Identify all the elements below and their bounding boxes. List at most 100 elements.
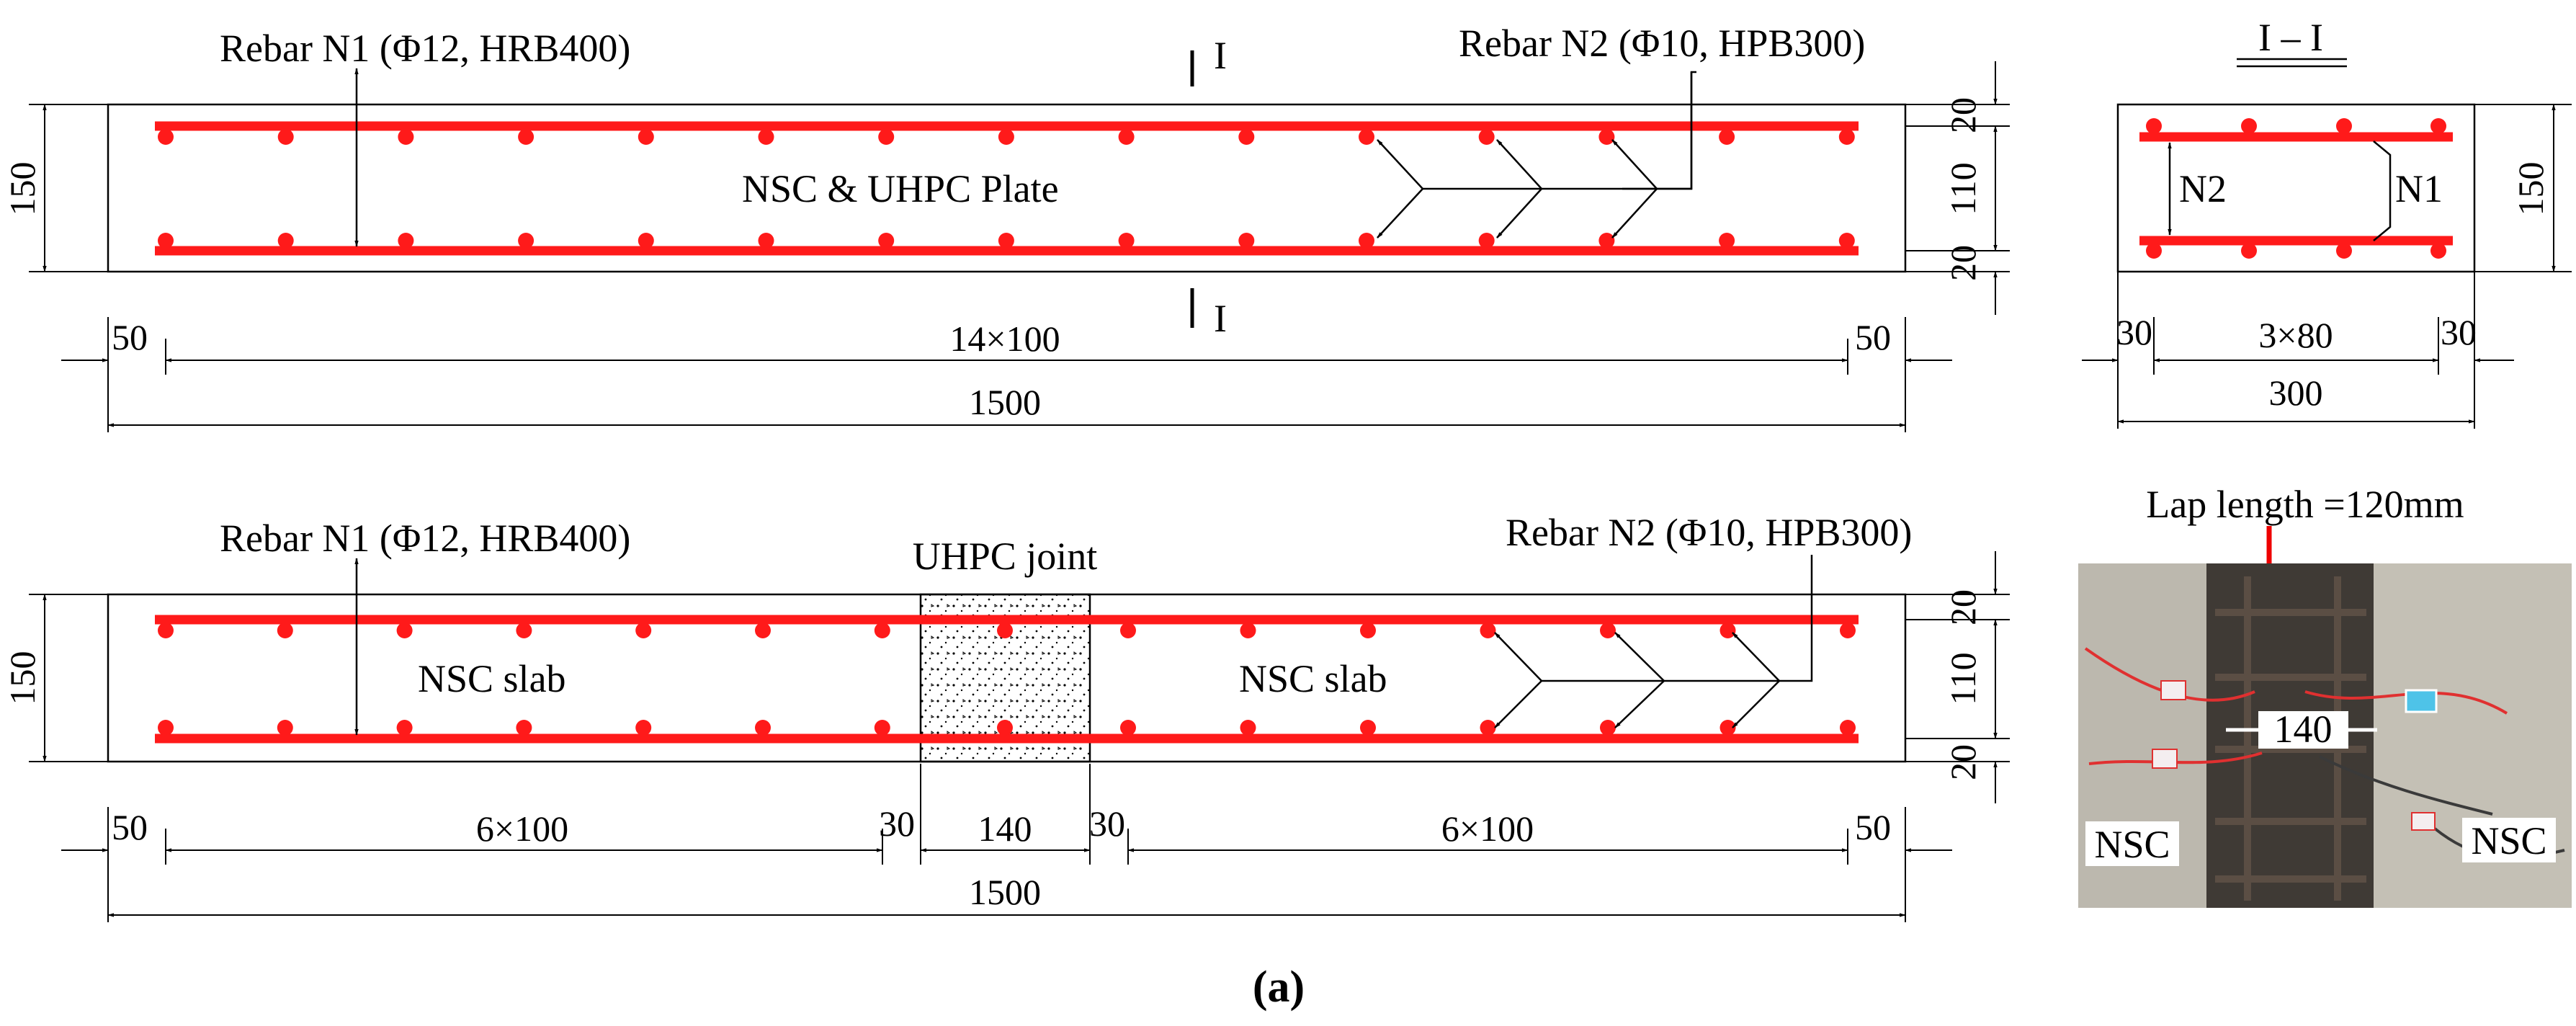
bottom-rebar-dot	[158, 720, 174, 736]
photo-gauge-1	[2160, 680, 2186, 700]
bottom-rebar-dots	[158, 623, 1856, 736]
bottom-rebar-dot	[516, 623, 532, 638]
section-rebar-dot	[2241, 118, 2257, 134]
bottom-rebar-dot	[997, 623, 1013, 638]
bottom-rebar-dot	[635, 623, 652, 638]
photo-gauge-4	[2411, 812, 2436, 831]
top-rebar-dot	[1118, 233, 1135, 249]
specimen-photo: Lap length =120mm 140	[2078, 483, 2572, 908]
top-rebar-dot	[1598, 233, 1615, 249]
top-core-dim: 110	[1943, 162, 1983, 215]
figure-caption: (a)	[1253, 963, 1305, 1012]
top-rebar-dot	[1838, 233, 1855, 249]
section-mark-top: I	[1214, 34, 1227, 77]
bottom-end-right-dim: 50	[1855, 807, 1891, 847]
top-rebar-dot	[1359, 233, 1374, 249]
section-outline	[2116, 103, 2476, 273]
bottom-joint-dim: 140	[978, 808, 1032, 849]
top-rebar-dot	[878, 233, 895, 249]
top-rebar-dot	[158, 129, 174, 145]
bottom-rebar-dot	[516, 720, 532, 736]
section-rebar-dot	[2430, 118, 2446, 134]
bottom-rebar-dot	[1719, 623, 1736, 638]
top-n2-chevrons	[1377, 72, 1693, 238]
bottom-rebar-dot	[277, 720, 293, 736]
section-height-dim: 150	[2510, 162, 2551, 216]
top-rebar-dots	[158, 129, 1855, 249]
bottom-n2-label: Rebar N2 (Φ10, HPB300)	[1506, 511, 1912, 554]
top-rebar-dot	[638, 129, 654, 145]
bottom-rebar-dot	[1360, 720, 1376, 736]
top-rebar-dot	[518, 233, 535, 249]
bottom-rebar-dot	[1719, 720, 1736, 736]
top-spacing-dim: 14×100	[949, 318, 1060, 359]
bottom-rebar-dot	[1120, 720, 1136, 736]
bottom-n2-chevrons	[1494, 555, 1813, 728]
top-rebar-dot	[1598, 129, 1615, 145]
top-cover-top-dim: 20	[1943, 97, 1983, 133]
section-rebar-dot	[2146, 118, 2162, 134]
top-height-dim: 150	[2, 162, 43, 216]
top-total-dim: 1500	[969, 382, 1041, 422]
bottom-rebar-dot	[277, 623, 293, 638]
photo-gauge-2	[2152, 749, 2178, 769]
photo-gauge-3	[2405, 689, 2438, 713]
top-rebar-dot	[998, 129, 1014, 145]
section-n1-leader	[2373, 140, 2392, 241]
top-rebar-dot	[1719, 233, 1735, 249]
section-mark-bottom: I	[1214, 297, 1227, 340]
bottom-rebar-dot	[755, 623, 771, 638]
section-rebar-dot	[2146, 243, 2162, 259]
bottom-n1-label: Rebar N1 (Φ12, HRB400)	[220, 517, 630, 560]
bottom-end-left-dim: 50	[112, 807, 148, 847]
top-rebar-dot	[758, 233, 774, 249]
top-end-right-dim: 50	[1855, 317, 1891, 357]
top-rebar-dot	[277, 233, 294, 249]
bottom-rebar-dot	[1840, 720, 1856, 736]
photo-right-tag	[2462, 818, 2556, 862]
top-rebar-dot	[398, 129, 414, 145]
joint-label: UHPC joint	[913, 535, 1098, 578]
section-cover-right-dim: 30	[2441, 312, 2477, 352]
top-elevation: Rebar N1 (Φ12, HRB400) Rebar N2 (Φ10, HP…	[2, 22, 2010, 432]
section-n1-label: N1	[2395, 167, 2443, 210]
bottom-rebar-dot	[158, 623, 174, 638]
bottom-height-dim: 150	[2, 651, 43, 705]
top-rebar-dot	[1118, 129, 1135, 145]
bottom-elevation: Rebar N1 (Φ12, HRB400) Rebar N2 (Φ10, HP…	[2, 511, 2010, 922]
top-n2-label: Rebar N2 (Φ10, HPB300)	[1459, 22, 1865, 65]
bottom-rebar-dot	[1600, 720, 1616, 736]
top-end-left-dim: 50	[112, 317, 148, 357]
top-rebar-dot	[1719, 129, 1735, 145]
bottom-rebar-dot	[1600, 623, 1616, 638]
top-rebar-dot	[998, 233, 1014, 249]
bottom-rebar-dot	[1480, 720, 1496, 736]
top-plate-label: NSC & UHPC Plate	[742, 167, 1059, 210]
bottom-rebar-dot	[997, 720, 1013, 736]
section-rebar-dot	[2336, 118, 2352, 134]
bottom-gap-left-dim: 30	[879, 803, 915, 844]
photo-width-label: 140	[2274, 708, 2333, 751]
top-rebar-dot	[277, 129, 294, 145]
bottom-rebar-dot	[635, 720, 652, 736]
top-rebar-dot	[1838, 129, 1855, 145]
top-rebar-dot	[398, 233, 414, 249]
section-rebar-dot	[2430, 243, 2446, 259]
top-rebar-dot	[638, 233, 654, 249]
bottom-rebar-dot	[1240, 623, 1256, 638]
photo-left-tag	[2085, 821, 2179, 866]
bottom-cover-top-dim: 20	[1943, 589, 1983, 625]
section-rebar-dots	[2146, 118, 2446, 259]
bottom-left-spacing-dim: 6×100	[476, 808, 568, 849]
section-cover-left-dim: 30	[2116, 312, 2152, 352]
top-rebar-dot	[518, 129, 535, 145]
top-rebar-dot	[1238, 129, 1255, 145]
bottom-rebar-dot	[1480, 623, 1496, 638]
top-rebar-dot	[1478, 233, 1495, 249]
top-plate-outline	[107, 103, 1907, 273]
slab-right-label: NSC slab	[1239, 657, 1387, 700]
bottom-rebar-dot	[1840, 623, 1856, 638]
bottom-rebar-dot	[396, 720, 413, 736]
photo-left-label: NSC	[2094, 823, 2170, 866]
section-spacing-dim: 3×80	[2258, 315, 2333, 355]
